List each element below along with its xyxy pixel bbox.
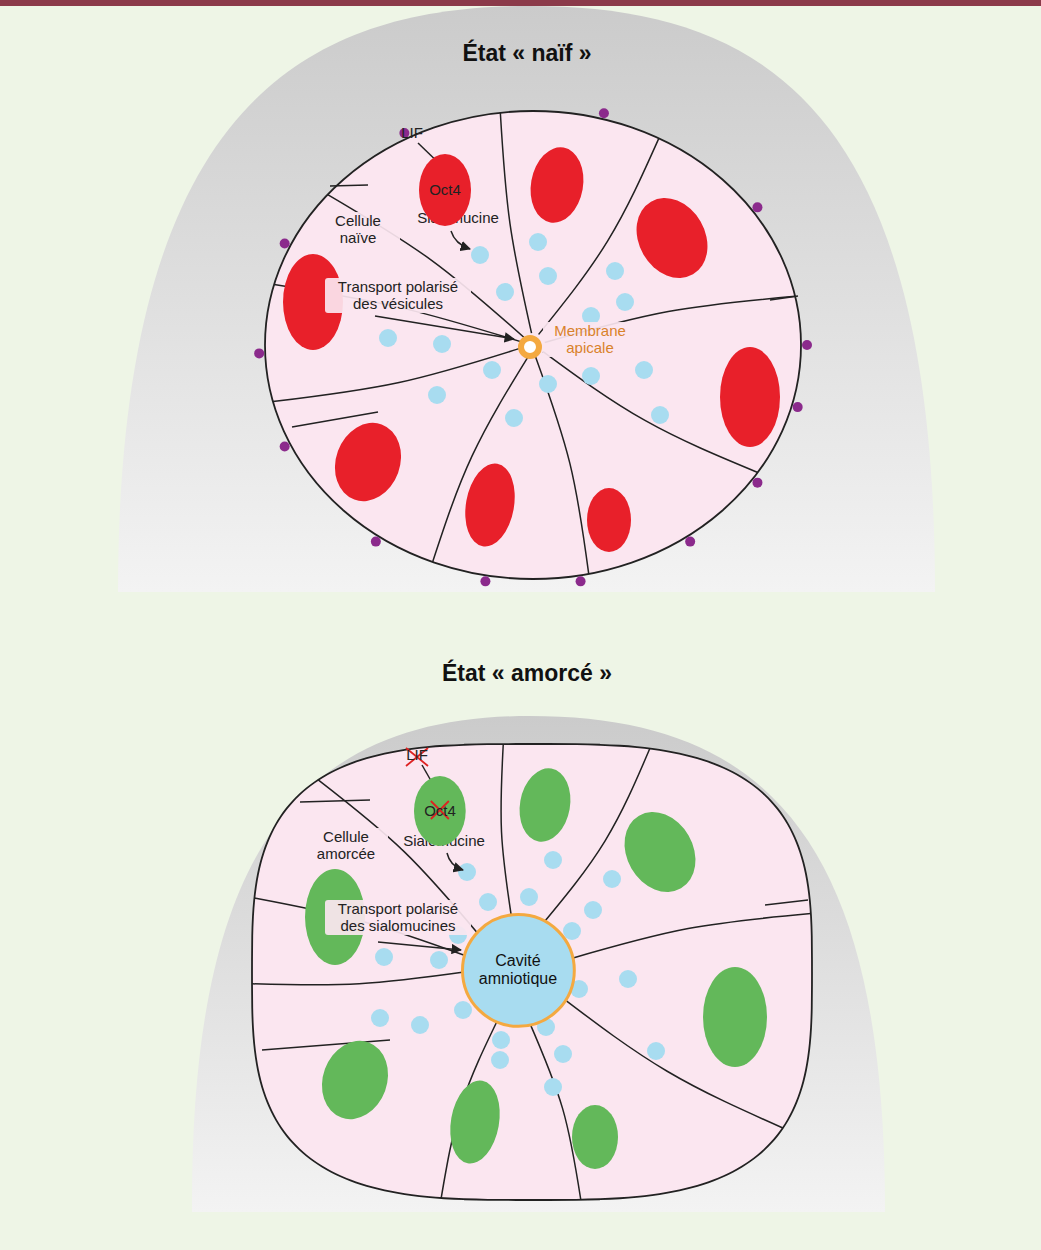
surface-dot	[576, 576, 586, 586]
nucleus	[311, 1031, 399, 1128]
cell-wall	[770, 296, 798, 300]
vesicle	[582, 367, 600, 385]
vesicle	[428, 386, 446, 404]
surface-dot	[371, 537, 381, 547]
vesicle	[492, 1031, 510, 1049]
cell-wall	[765, 900, 808, 905]
surface-dot	[752, 478, 762, 488]
node-text: Cavité amniotique	[470, 952, 566, 989]
surface-dot	[254, 348, 264, 358]
vesicle	[584, 901, 602, 919]
nucleus	[587, 488, 631, 552]
vesicle	[544, 1078, 562, 1096]
structure-label: Membrane apicale	[543, 322, 637, 357]
arrow	[451, 231, 470, 249]
embryo-tissue	[118, 6, 935, 592]
surface-dot	[280, 441, 290, 451]
surface-dot	[280, 239, 290, 249]
vesicle	[606, 262, 624, 280]
cell-label: Cellule amorcée	[304, 828, 388, 863]
arrow	[375, 316, 514, 339]
surface-dot	[802, 340, 812, 350]
vesicle	[603, 870, 621, 888]
leader-lines	[375, 143, 514, 950]
signal-name: LIF	[406, 746, 428, 763]
vesicle	[647, 1042, 665, 1060]
vesicle	[471, 246, 489, 264]
nucleus	[324, 413, 412, 510]
nucleus: Oct4	[414, 776, 466, 846]
cell-label: Cellule naïve	[316, 212, 400, 247]
surface-dot	[793, 402, 803, 412]
cell-wall	[535, 357, 588, 574]
vesicle	[529, 233, 547, 251]
vesicle	[371, 1009, 389, 1027]
apical-membrane	[521, 338, 539, 356]
vesicle	[539, 267, 557, 285]
vesicle	[496, 283, 514, 301]
vesicle	[379, 329, 397, 347]
nucleus: Oct4	[419, 154, 471, 226]
nucleus	[572, 1105, 618, 1169]
vesicle	[635, 361, 653, 379]
vesicle	[375, 948, 393, 966]
cell-wall	[501, 744, 512, 918]
vesicle	[505, 409, 523, 427]
vesicle	[520, 888, 538, 906]
amniotic-cavity: Cavité amniotique	[461, 913, 576, 1028]
cell-wall	[252, 972, 466, 985]
signal-name: LIF	[401, 124, 423, 141]
nucleus	[514, 764, 576, 846]
vesicle	[539, 375, 557, 393]
process-label: Transport polarisé des vésicules	[325, 278, 471, 313]
nucleus	[622, 185, 721, 291]
nucleus	[459, 459, 521, 550]
epiblast	[252, 744, 812, 1200]
cell-wall	[529, 1021, 581, 1200]
nucleus	[444, 1076, 506, 1167]
vesicle	[563, 922, 581, 940]
vesicle	[544, 851, 562, 869]
surface-dot	[685, 537, 695, 547]
top-bar	[0, 0, 1041, 6]
cell-wall	[273, 348, 521, 402]
nucleus	[720, 347, 780, 447]
nucleus	[703, 967, 767, 1067]
vesicle	[430, 951, 448, 969]
vesicle	[454, 1001, 472, 1019]
surface-dot	[480, 576, 490, 586]
surface-dot	[752, 202, 762, 212]
epiblast	[265, 111, 801, 579]
embryo-tissue	[192, 716, 885, 1212]
panel-title: État « naïf »	[462, 40, 591, 66]
node-outline	[419, 154, 471, 226]
vesicle	[479, 893, 497, 911]
cell-wall	[300, 800, 370, 802]
surface-dot	[599, 108, 609, 118]
vesicle	[491, 1051, 509, 1069]
cell-wall	[433, 356, 529, 562]
vesicle	[619, 970, 637, 988]
vesicle	[616, 293, 634, 311]
arrow	[378, 942, 461, 950]
panel-title: État « amorcé »	[442, 660, 612, 686]
vesicle	[483, 361, 501, 379]
node-text: Oct4	[424, 802, 456, 819]
vesicle	[458, 863, 476, 881]
arrow	[447, 853, 463, 870]
vesicle	[554, 1045, 572, 1063]
process-label: Transport polarisé des sialomucines	[325, 900, 471, 935]
node-outline	[462, 914, 574, 1026]
node-outline	[414, 776, 466, 846]
vesicle	[433, 335, 451, 353]
vesicle	[411, 1016, 429, 1034]
node-text: Oct4	[429, 181, 461, 198]
vesicle	[651, 406, 669, 424]
cell-wall	[330, 185, 368, 186]
nucleus	[525, 143, 589, 227]
nucleus	[610, 799, 709, 905]
cell-wall	[569, 914, 811, 960]
